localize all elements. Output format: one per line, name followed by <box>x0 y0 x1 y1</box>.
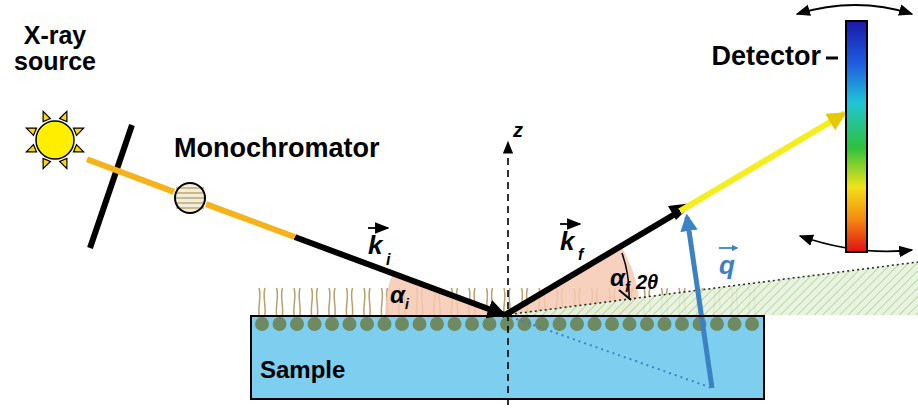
beam-path <box>87 159 174 192</box>
lipid-head <box>605 317 619 331</box>
lipid-head <box>640 317 654 331</box>
lipid-head <box>290 317 304 331</box>
lipid-head <box>728 317 742 331</box>
lipid-head <box>448 317 462 331</box>
vector-symbol: q <box>719 252 735 278</box>
angle-symbol: α <box>390 283 405 307</box>
sun-ray <box>60 111 67 121</box>
lattice-plane <box>176 202 204 204</box>
lipid-head <box>658 317 672 331</box>
angle-symbol: 2θ <box>636 272 658 292</box>
lipid-head <box>255 317 269 331</box>
lipid-head <box>500 317 514 331</box>
lipid-head <box>623 317 637 331</box>
lipid-head <box>395 317 409 331</box>
monochromator: Monochromator <box>174 182 206 214</box>
lipid-head <box>518 317 532 331</box>
lipid-head <box>570 317 584 331</box>
lipid-head <box>325 317 339 331</box>
sun-ray <box>43 111 50 121</box>
vector-mark <box>368 227 388 229</box>
subscript: i <box>405 297 409 311</box>
lipid-head <box>483 317 497 331</box>
detector-bar: Detector <box>845 20 868 253</box>
subscript: f <box>625 280 630 294</box>
angle-symbol: α <box>610 266 625 290</box>
lipid-tail <box>364 288 370 318</box>
lipid-tail <box>276 288 282 318</box>
lipid-head <box>745 317 759 331</box>
q-vector <box>687 217 712 388</box>
lipid-head <box>710 317 724 331</box>
sun-ray <box>73 145 83 152</box>
crystal-icon <box>174 182 206 214</box>
lipid-head <box>343 317 357 331</box>
z-axis <box>507 142 509 405</box>
subscript: i <box>386 252 390 268</box>
lipid-head <box>360 317 374 331</box>
lipid-tail <box>311 288 317 318</box>
axis-label: z <box>513 120 523 140</box>
lipid-head <box>535 317 549 331</box>
node-label: Monochromator <box>174 134 380 162</box>
lipid-head <box>273 317 287 331</box>
lipid-tail <box>329 288 335 318</box>
lipid-head <box>308 317 322 331</box>
lipid-head <box>465 317 479 331</box>
sun-ray <box>26 128 36 135</box>
xray-source: X-ray source <box>23 108 87 172</box>
lipid-head <box>553 317 567 331</box>
sun-ray <box>43 158 50 168</box>
lattice-plane <box>176 192 204 194</box>
detector-leader <box>826 57 838 60</box>
vector-symbol: k <box>560 228 574 254</box>
lipid-head <box>588 317 602 331</box>
lipid-tail <box>294 288 300 318</box>
in-plane-region <box>505 262 918 315</box>
lattice-plane <box>176 197 204 199</box>
lipid-head <box>675 317 689 331</box>
sun-disc <box>36 121 74 159</box>
lipid-head <box>430 317 444 331</box>
lipid-tail <box>259 288 265 318</box>
vector-mark <box>560 223 580 225</box>
subscript: f <box>578 247 583 263</box>
beam-path <box>505 113 845 315</box>
in-plane-line <box>505 262 918 315</box>
sun-ray <box>26 145 36 152</box>
crystal-outline <box>175 183 205 213</box>
slit <box>90 125 132 248</box>
beam-path <box>206 204 505 315</box>
rotation-arrow <box>797 5 912 14</box>
node-label: Sample <box>260 357 345 382</box>
sun-ray <box>60 158 67 168</box>
lipid-head <box>413 317 427 331</box>
sun-icon <box>23 108 87 172</box>
lipid-tail <box>346 288 352 318</box>
q-projection <box>505 315 712 388</box>
sample-box: Sample <box>250 315 765 400</box>
node-label: X-ray source <box>0 22 125 75</box>
sun-ray <box>73 128 83 135</box>
vector-mark <box>719 247 737 249</box>
vector-symbol: k <box>368 232 382 258</box>
node-label: Detector <box>711 42 821 70</box>
lipid-head <box>378 317 392 331</box>
